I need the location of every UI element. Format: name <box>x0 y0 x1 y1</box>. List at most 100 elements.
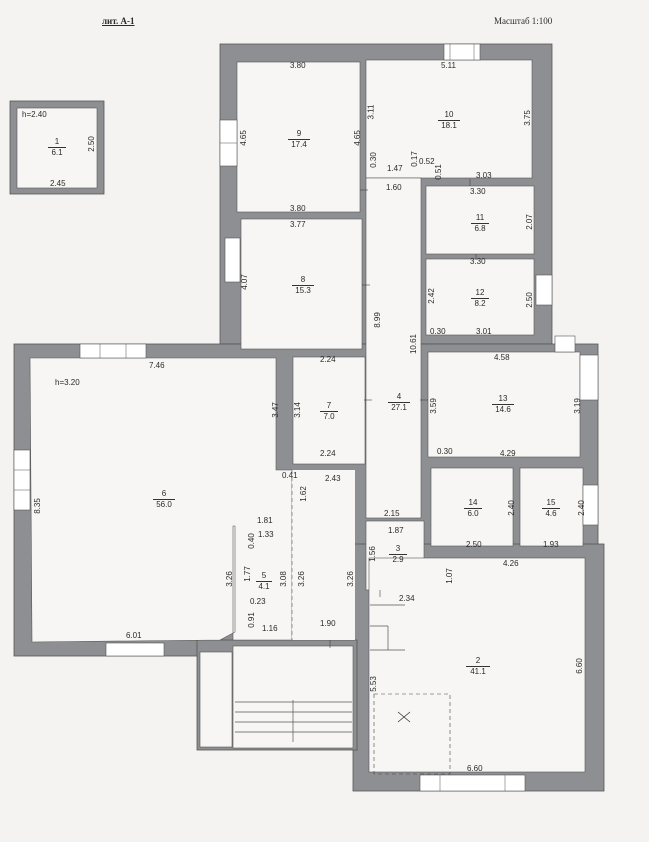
dim-label: 1.47 <box>387 164 403 173</box>
dim-label: 3.19 <box>572 398 582 414</box>
dim-label: 2.50 <box>524 292 534 308</box>
porch-stairs <box>235 604 405 742</box>
room-15-floor <box>519 467 584 547</box>
room-6-floor <box>29 357 293 643</box>
room-13-floor <box>427 351 581 458</box>
dim-label: 10.61 <box>409 333 419 355</box>
dim-label: 2.50 <box>86 136 96 152</box>
dim-label: 0.51 <box>433 164 443 180</box>
dim-label: 2.24 <box>320 449 336 458</box>
dim-label: 3.11 <box>366 104 376 120</box>
dim-label: 6.60 <box>574 658 584 674</box>
dim-label: 1.60 <box>386 183 402 192</box>
dim-label: 3.26 <box>224 571 234 587</box>
dim-label: 2.50 <box>466 540 482 549</box>
building-literal: лит. А-1 <box>102 16 135 26</box>
dim-label: 1.87 <box>388 526 404 535</box>
dim-label: 5.53 <box>368 676 378 692</box>
dim-label: 5.11 <box>441 61 456 70</box>
scale-label: Масштаб 1:100 <box>494 16 553 26</box>
dim-label: 1.62 <box>298 486 308 502</box>
dim-label: 3.03 <box>476 171 492 180</box>
room-4-floor <box>365 177 422 519</box>
dim-label: 2.42 <box>426 288 436 304</box>
dim-label: 3.47 <box>270 402 280 418</box>
dim-label: 0.41 <box>282 471 298 480</box>
dim-label: 3.08 <box>278 571 288 587</box>
dim-label: 1.77 <box>242 566 252 582</box>
main-height: h=3.20 <box>55 378 80 387</box>
dim-label: 2.40 <box>506 500 516 516</box>
dim-label: 3.30 <box>470 187 486 196</box>
room-1-floor <box>16 107 98 189</box>
dim-label: 1.16 <box>262 624 278 633</box>
dim-label: 3.80 <box>290 204 306 213</box>
dim-label: 6.01 <box>126 631 142 640</box>
dim-label: 1.07 <box>444 568 454 584</box>
room-11-floor <box>425 185 535 255</box>
dim-label: 0.30 <box>430 327 446 336</box>
room-14-floor <box>430 467 514 547</box>
dim-label: 0.30 <box>368 152 378 168</box>
dim-label: 2.45 <box>50 179 66 188</box>
dim-label: 8.35 <box>32 498 42 514</box>
dim-label: 6.60 <box>467 764 483 773</box>
dim-label: 4.26 <box>503 559 519 568</box>
dim-label: 3.14 <box>292 402 302 418</box>
dim-label: 4.58 <box>494 353 510 362</box>
dim-label: 1.81 <box>257 516 273 525</box>
dim-label: 4.65 <box>352 130 362 146</box>
dim-label: 3.77 <box>290 220 306 229</box>
dim-label: 2.15 <box>384 509 400 518</box>
dim-label: 4.65 <box>238 130 248 146</box>
dim-label: 2.43 <box>325 474 341 483</box>
dim-label: 1.90 <box>320 619 336 628</box>
dim-label: 0.91 <box>246 612 256 628</box>
room-12-floor <box>425 258 535 336</box>
dim-label: 3.30 <box>470 257 486 266</box>
dim-label: 0.30 <box>437 447 453 456</box>
room-10-floor <box>365 59 533 179</box>
windows <box>13 43 599 792</box>
dim-label: 2.34 <box>399 594 415 603</box>
dim-label: 0.52 <box>419 157 435 166</box>
porch-side <box>199 651 233 748</box>
hall-floor <box>292 470 355 640</box>
dim-label: 0.40 <box>246 533 256 549</box>
dim-label: 0.17 <box>409 151 419 167</box>
dim-label: 4.07 <box>239 274 249 290</box>
room-2-floor <box>368 557 586 773</box>
dim-label: 1.56 <box>367 546 377 562</box>
dim-label: 7.46 <box>149 361 165 370</box>
dim-label: 8.99 <box>372 312 382 328</box>
dim-label: 3.80 <box>290 61 306 70</box>
dim-label: 2.40 <box>576 500 586 516</box>
dim-label: 3.26 <box>296 571 306 587</box>
dim-label: 1.33 <box>258 530 274 539</box>
dim-label: 3.01 <box>476 327 492 336</box>
dim-label: 3.26 <box>345 571 355 587</box>
room-7-floor <box>292 356 366 465</box>
outbuilding-height: h=2.40 <box>22 110 47 119</box>
room-9-floor <box>236 61 361 213</box>
dim-label: 1.93 <box>543 540 559 549</box>
dim-label: 4.29 <box>500 449 516 458</box>
dim-label: 2.24 <box>320 355 336 364</box>
dim-label: 2.07 <box>524 214 534 230</box>
